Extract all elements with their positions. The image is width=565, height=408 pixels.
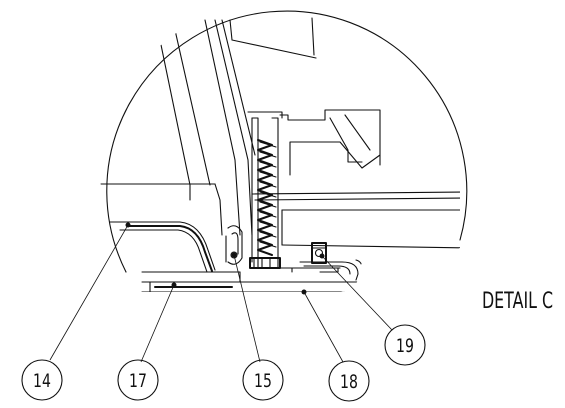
callout-label: 17: [129, 369, 147, 392]
detail-title: DETAIL C: [482, 287, 553, 313]
leader-lines: [49, 224, 393, 363]
part-geometry: [100, 17, 460, 292]
callout-balloon: 15: [242, 359, 284, 401]
callout-balloon: 17: [117, 359, 159, 401]
callout-label: 18: [340, 370, 358, 393]
detail-boundary: [106, 10, 468, 273]
callout-balloon: 19: [384, 324, 426, 366]
callout-balloon: 18: [328, 360, 370, 402]
callout-label: 15: [254, 369, 272, 392]
leader-dots: [125, 222, 325, 295]
callout-label: 19: [396, 334, 414, 357]
callout-balloon: 14: [21, 359, 63, 401]
callout-label: 14: [33, 369, 51, 392]
